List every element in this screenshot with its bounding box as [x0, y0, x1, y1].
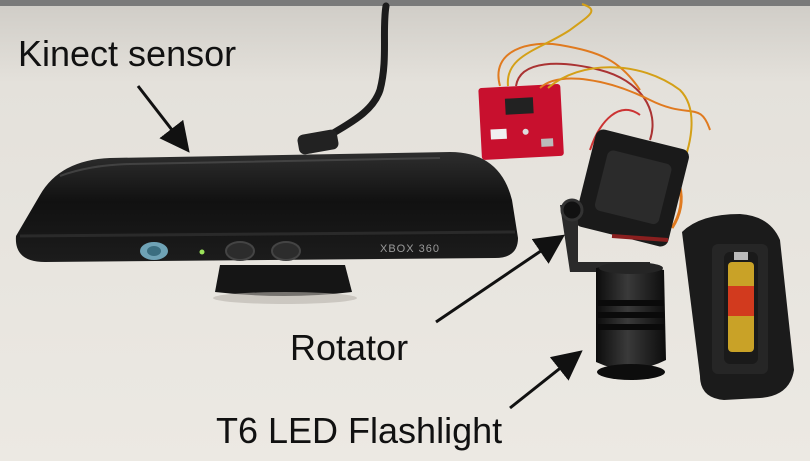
rotator-arrow	[435, 234, 565, 324]
kinect-sensor-label: Kinect sensor	[18, 33, 237, 74]
kinect-led	[199, 249, 205, 255]
kinect-camera-lens	[225, 241, 255, 261]
kinect-depth-lens	[271, 241, 301, 261]
flashlight-label: T6 LED Flashlight	[216, 410, 503, 451]
microcontroller-board	[478, 84, 564, 160]
kinect-arrow	[136, 85, 190, 153]
rotator-label: Rotator	[290, 327, 409, 368]
battery-charger	[682, 214, 794, 400]
kinect-highlight	[59, 157, 441, 177]
kinect-cable-plug	[297, 129, 339, 155]
kinect-ir-lens-inner	[147, 246, 161, 256]
rotator-servo	[560, 129, 689, 272]
kinect-brand-text: XBOX 360	[380, 243, 440, 255]
flashlight-arrow	[509, 350, 583, 410]
kinect-base-shadow	[213, 292, 357, 304]
kinect-front-strip	[19, 230, 516, 238]
top-frame-edge	[0, 0, 810, 6]
kinect-base	[215, 265, 352, 296]
led-flashlight	[596, 262, 666, 380]
